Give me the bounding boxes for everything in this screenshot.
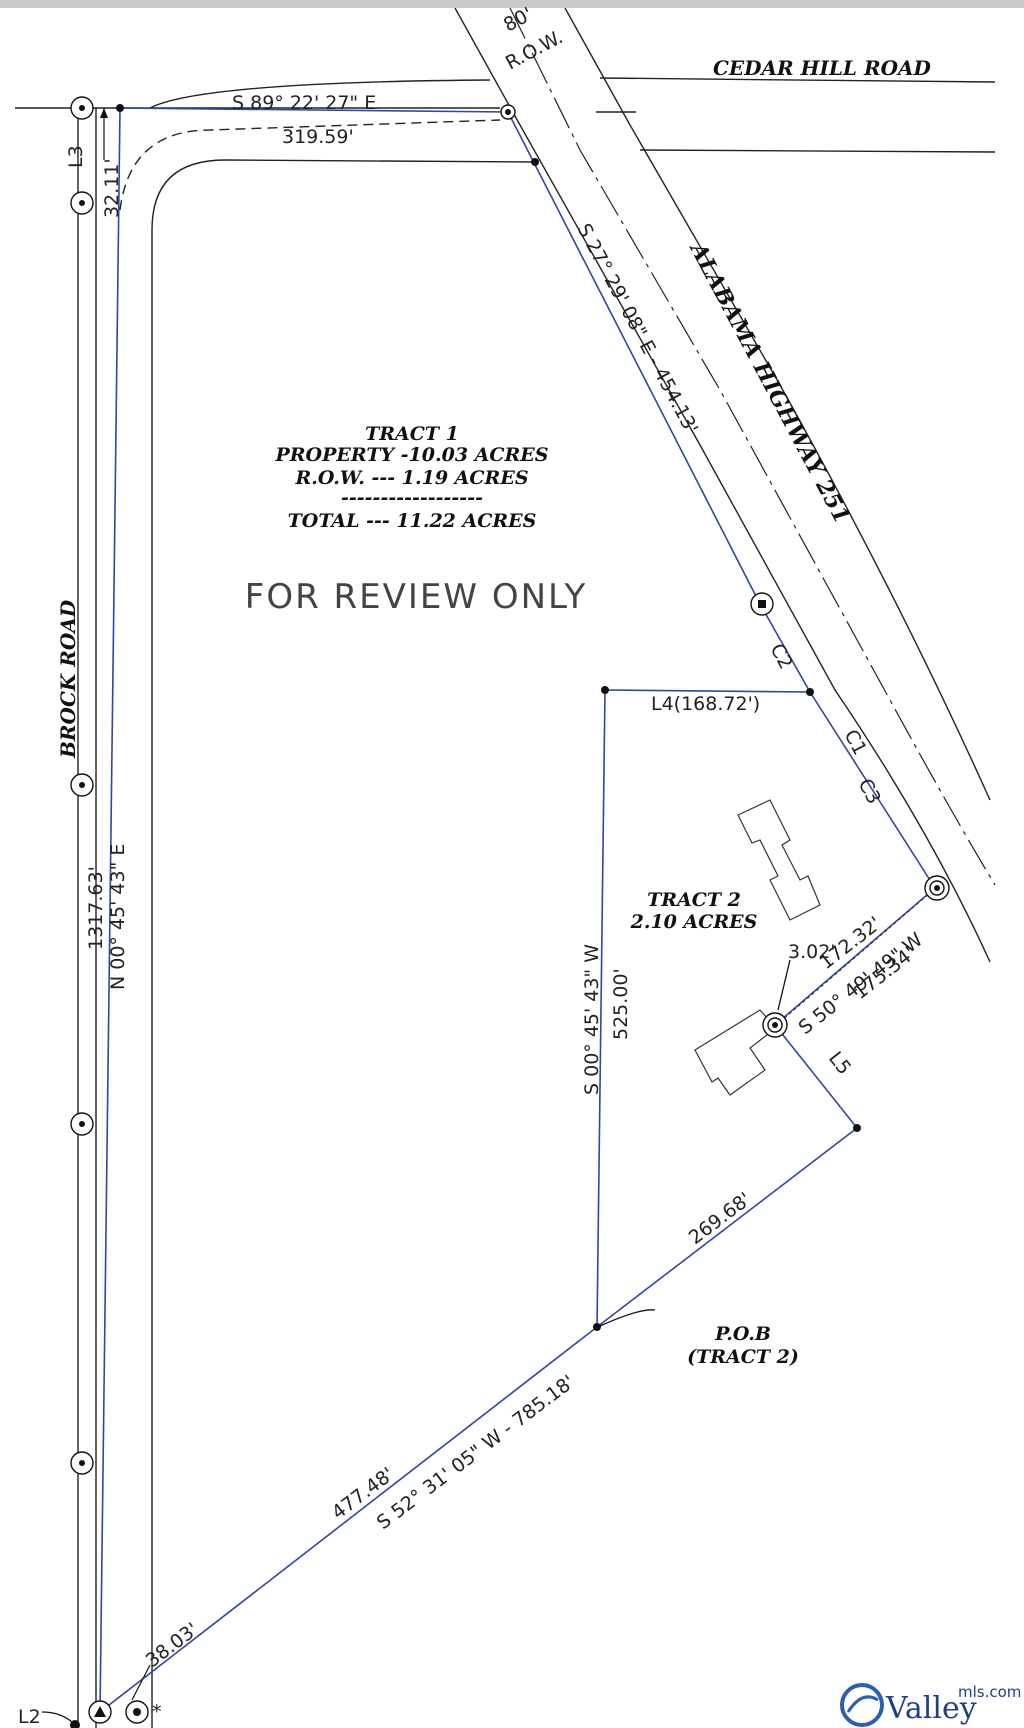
pob-leader — [599, 1309, 656, 1327]
ne-hatch — [779, 892, 931, 1023]
connector-upper-curve — [149, 79, 491, 109]
se-line-distance: 269.68' — [685, 1188, 756, 1249]
north-distance: 319.59' — [282, 126, 354, 148]
tract1-divider: ------------------ — [341, 487, 483, 509]
logo-suffix: mls.com — [958, 1683, 1021, 1701]
curve-c2-c1 — [759, 603, 811, 693]
tract2-building — [737, 799, 821, 921]
north-boundary — [119, 107, 509, 113]
tract2-west-line — [596, 689, 606, 1328]
south-line-bearing: S 52° 31' 05" W - 785.18' — [373, 1371, 579, 1534]
l5-label: L5 — [824, 1048, 855, 1079]
highway-east-edge — [564, 7, 991, 801]
tract1-total: TOTAL --- 11.22 ACRES — [288, 510, 537, 532]
east-line-bearing: S 27° 29' 08" E - 454.13' — [573, 220, 703, 438]
top-strip — [0, 0, 1024, 8]
cedar-hill-road-label: CEDAR HILL ROAD — [713, 56, 932, 80]
tract1-property: PROPERTY -10.03 ACRES — [274, 444, 548, 466]
valley-mls-logo: Valley mls.com — [840, 1683, 1021, 1727]
tract1-title: TRACT 1 — [365, 423, 459, 445]
offset-leader — [777, 959, 791, 1011]
tract2-west-bearing: S 00° 45' 43" W — [581, 944, 603, 1095]
l4-label: L4(168.72') — [651, 693, 760, 715]
east-boundary — [507, 111, 761, 605]
southern-building — [694, 1009, 777, 1096]
west-line-distance: 1317.63' — [85, 866, 107, 950]
curve-c1-label: C1 — [840, 726, 871, 759]
cedar-hill-south-line — [639, 149, 996, 153]
l3-label: L3 — [65, 145, 87, 168]
tract1-row: R.O.W. --- 1.19 ACRES — [294, 467, 528, 489]
highway-west-edge — [454, 7, 991, 963]
curve-c3 — [809, 691, 936, 889]
tract2-acres: 2.10 ACRES — [630, 911, 758, 933]
curve-c2-label: C2 — [766, 640, 797, 673]
pob-tract2-label: (TRACT 2) — [687, 1346, 799, 1368]
review-watermark: FOR REVIEW ONLY — [245, 577, 587, 617]
south-boundary — [99, 1326, 598, 1713]
pob-label: P.O.B — [714, 1323, 771, 1345]
inner-road-curve — [151, 159, 536, 1728]
sw-short-distance: 38.03' — [142, 1619, 203, 1672]
offset-distance: 3.02' — [788, 941, 836, 963]
tract2-west-distance: 525.00' — [610, 968, 632, 1040]
tract2-ne-line — [774, 887, 936, 1026]
logo-brand: Valley — [885, 1691, 977, 1726]
pin-markers — [70, 96, 950, 1728]
highway-centerline — [509, 7, 996, 886]
west-line-bearing: N 00° 45' 43" E — [107, 844, 129, 990]
l2-label: L2 — [18, 1706, 41, 1728]
north-bearing: S 89° 22' 27" E — [232, 92, 376, 114]
brock-road-label: BROCK ROAD — [56, 599, 80, 759]
row-width-label: 80' — [500, 3, 536, 36]
tract2-title: TRACT 2 — [647, 889, 741, 911]
west-boundary — [99, 107, 121, 1713]
cedar-hill-north-line — [599, 77, 996, 83]
tract2-se-line — [596, 1127, 858, 1328]
asterisk-note: * — [152, 1701, 162, 1723]
tract1-block: TRACT 1 PROPERTY -10.03 ACRES R.O.W. ---… — [274, 423, 548, 532]
connector-dash-curve — [119, 119, 501, 211]
alabama-highway-label: ALABAMA HIGHWAY 251 — [684, 237, 855, 528]
tract2-l5 — [774, 1024, 858, 1129]
l3-distance: 32.11' — [101, 158, 123, 218]
tract2-l4 — [604, 689, 811, 693]
